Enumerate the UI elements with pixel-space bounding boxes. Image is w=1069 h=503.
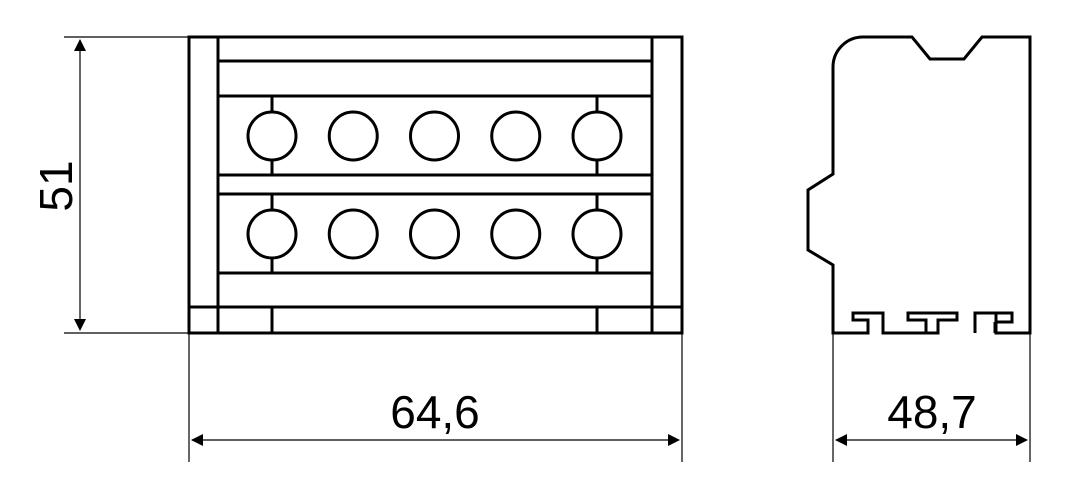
terminal-hole [571, 110, 623, 162]
terminal-hole [571, 208, 623, 260]
front-outline [187, 35, 684, 335]
front-view [187, 35, 684, 335]
side-view [806, 35, 1032, 335]
terminal-hole [327, 110, 379, 162]
side-outline [806, 35, 1032, 335]
height-dimension: 51 [30, 36, 188, 334]
side-width-label: 48,7 [887, 386, 977, 438]
terminal-hole [246, 110, 298, 162]
terminal-hole [490, 208, 542, 260]
front-width-dimension: 64,6 [188, 333, 683, 462]
terminal-hole [409, 208, 460, 260]
terminal-holes [246, 96, 623, 273]
terminal-hole [490, 110, 542, 162]
side-width-dimension: 48,7 [832, 333, 1031, 462]
terminal-hole [246, 208, 298, 260]
terminal-hole [327, 208, 379, 260]
height-label: 51 [30, 160, 82, 211]
front-width-label: 64,6 [390, 386, 480, 438]
terminal-hole [409, 110, 460, 162]
